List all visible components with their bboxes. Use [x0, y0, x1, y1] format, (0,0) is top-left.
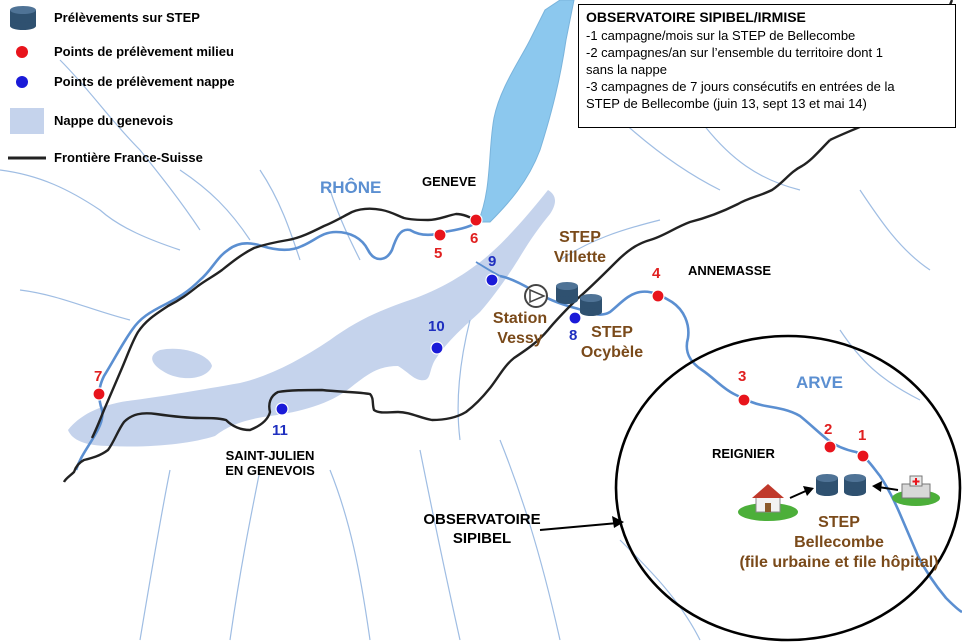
point-label-9: 9 — [488, 253, 497, 270]
step-bellecombe-label: STEP Bellecombe (file urbaine et file hô… — [726, 513, 952, 573]
info-line: sans la nappe — [586, 62, 667, 77]
place-saint-julien-line2: EN GENEVOIS — [225, 463, 315, 478]
station-vessy-label: Station Vessy — [482, 309, 558, 349]
info-box: OBSERVATOIRE SIPIBEL/IRMISE -1 campagne/… — [578, 4, 956, 128]
observatoire-zone — [614, 334, 962, 642]
house-arrow — [789, 489, 809, 499]
nappe-lobe — [152, 348, 212, 379]
observatoire-label: OBSERVATOIRE SIPIBEL — [418, 510, 546, 548]
step-ocybele-line2: Ocybèle — [580, 344, 644, 361]
point-label-4: 4 — [652, 265, 661, 282]
legend-nappe-area-icon — [10, 108, 44, 134]
observatoire-label-line2: SIPIBEL — [452, 530, 512, 547]
step-ocybele-line1: STEP — [591, 324, 633, 341]
legend-milieu-dot-icon — [16, 46, 28, 58]
legend-step-label: Prélèvements sur STEP — [54, 10, 200, 25]
observatoire-pointer-head — [612, 516, 624, 528]
hospital-icon — [892, 475, 940, 506]
place-annemasse: ANNEMASSE — [688, 263, 772, 278]
step-ocybele-label: STEP Ocybèle — [576, 323, 648, 363]
point-label-10: 10 — [428, 318, 445, 335]
point-label-6: 6 — [470, 230, 479, 247]
river-arve-branch — [475, 261, 501, 277]
point-label-8: 8 — [569, 327, 578, 344]
place-saint-julien: SAINT-JULIEN EN GENEVOIS — [218, 448, 322, 478]
observatoire-label-line1: OBSERVATOIRE — [423, 511, 541, 528]
step-bellecombe-line1: STEP — [818, 514, 860, 531]
tributary-streams — [0, 59, 931, 641]
legend-nappe-label: Nappe du genevois — [54, 113, 174, 128]
nappe-points — [275, 273, 582, 416]
info-line: -3 campagnes de 7 jours consécutifs en e… — [586, 79, 895, 94]
legend-nappe-dot-icon — [16, 76, 28, 88]
river-arve-label: ARVE — [796, 373, 843, 392]
step-villette-line1: STEP — [559, 229, 601, 246]
point-label-2: 2 — [824, 421, 833, 438]
villette-tank-icon — [556, 282, 578, 304]
milieu-points — [92, 213, 870, 463]
legend-nappe-points-label: Points de prélèvement nappe — [54, 74, 235, 89]
bellecombe-tank-icon-2 — [844, 474, 866, 496]
info-line: -2 campagnes/an sur l’ensemble du territ… — [586, 45, 883, 60]
step-villette-label: STEP Villette — [550, 228, 610, 268]
point-label-5: 5 — [434, 245, 443, 262]
ocybele-tank-icon — [580, 294, 602, 316]
nappe-area — [68, 190, 555, 447]
house-arrow-head — [803, 486, 814, 496]
station-vessy-line1: Station — [492, 310, 548, 327]
legend-frontiere-label: Frontière France-Suisse — [54, 150, 203, 165]
step-villette-line2: Villette — [553, 249, 607, 266]
vessy-pump-icon — [524, 284, 548, 308]
place-geneve: GENEVE — [422, 174, 477, 189]
river-rhone-label: RHÔNE — [320, 178, 382, 197]
step-bellecombe-line2: Bellecombe — [794, 534, 884, 551]
bellecombe-tank-icon-1 — [816, 474, 838, 496]
point-label-7: 7 — [94, 368, 103, 385]
step-bellecombe-line3: (file urbaine et file hôpital) — [739, 554, 939, 571]
point-label-11: 11 — [272, 422, 288, 439]
point-label-1: 1 — [858, 427, 867, 444]
station-vessy-line2: Vessy — [497, 330, 543, 347]
info-line: STEP de Bellecombe (juin 13, sept 13 et … — [586, 96, 867, 111]
place-reignier: REIGNIER — [712, 446, 775, 461]
point-label-3: 3 — [738, 368, 747, 385]
border-france-suisse-north — [90, 207, 479, 439]
border-france-suisse — [62, 139, 831, 483]
info-line: -1 campagne/mois sur la STEP de Bellecom… — [586, 28, 856, 43]
legend-step-tank-icon — [10, 6, 36, 30]
place-saint-julien-line1: SAINT-JULIEN — [225, 448, 315, 463]
observatoire-pointer — [539, 522, 619, 531]
house-icon — [738, 484, 798, 521]
legend-milieu-label: Points de prélèvement milieu — [54, 44, 234, 59]
lake-leman — [477, 0, 575, 223]
hospital-arrow-head — [872, 481, 882, 492]
info-box-title: OBSERVATOIRE SIPIBEL/IRMISE — [586, 9, 806, 25]
info-box-lines: -1 campagne/mois sur la STEP de Bellecom… — [586, 27, 948, 112]
